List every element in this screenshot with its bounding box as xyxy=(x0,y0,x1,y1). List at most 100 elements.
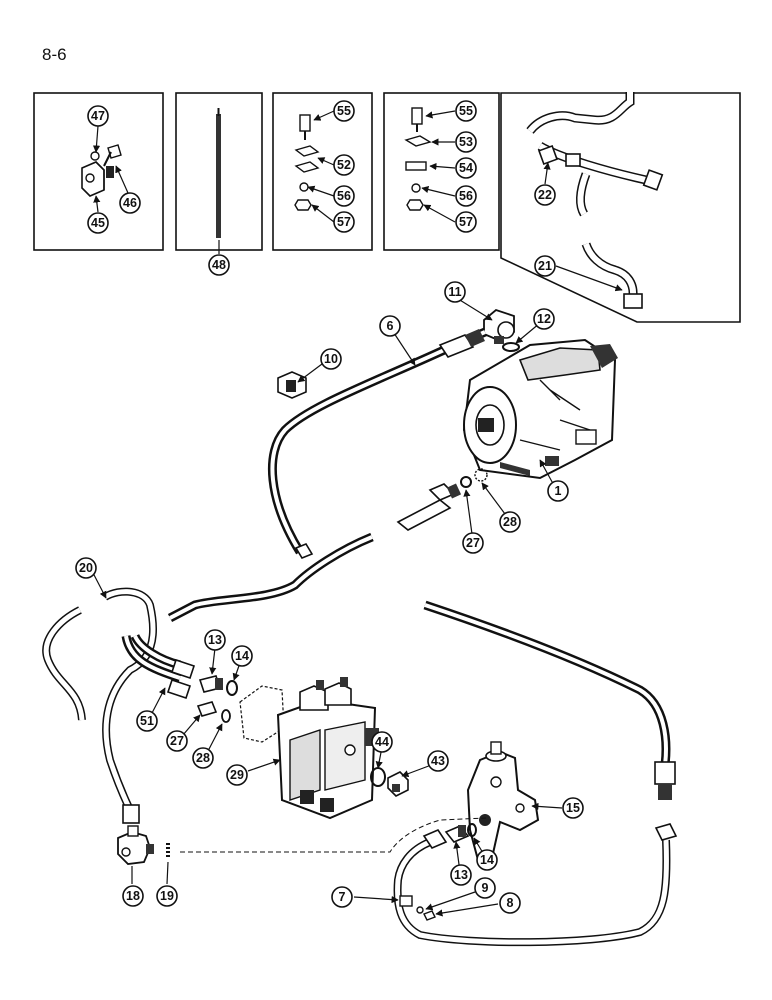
o-ring-28-left xyxy=(221,709,231,723)
inset-box-rod xyxy=(175,92,263,251)
svg-text:1: 1 xyxy=(555,484,562,498)
bracket-a-parts xyxy=(294,114,320,211)
callout-47: 47 xyxy=(87,105,109,127)
control-valve-29 xyxy=(276,677,379,820)
svg-text:51: 51 xyxy=(140,714,154,728)
callout-54: 54 xyxy=(455,157,477,179)
long-hose-right xyxy=(423,600,676,800)
callout-15: 15 xyxy=(562,797,584,819)
svg-text:20: 20 xyxy=(79,561,93,575)
spring-19 xyxy=(166,843,170,857)
svg-text:13: 13 xyxy=(454,868,468,882)
bracket-b-parts xyxy=(404,107,432,211)
inset-box-bracket-a xyxy=(272,92,373,251)
callout-6: 6 xyxy=(379,315,401,337)
callout-56a: 56 xyxy=(333,185,355,207)
callout-28-left: 28 xyxy=(192,747,214,769)
svg-text:29: 29 xyxy=(230,768,244,782)
steel-tube-22 xyxy=(526,92,664,217)
valve-18 xyxy=(117,825,154,865)
svg-text:11: 11 xyxy=(448,285,461,299)
o-ring-12 xyxy=(502,342,520,352)
o-ring-14-left xyxy=(226,680,238,696)
svg-text:46: 46 xyxy=(123,196,137,210)
callout-55a: 55 xyxy=(333,100,355,122)
callout-51: 51 xyxy=(136,710,158,732)
svg-text:22: 22 xyxy=(538,188,552,202)
fitting-13-left xyxy=(198,675,223,693)
callout-12: 12 xyxy=(533,308,555,330)
svg-text:19: 19 xyxy=(160,889,174,903)
svg-text:12: 12 xyxy=(537,312,551,326)
callout-20: 20 xyxy=(75,557,97,579)
svg-text:52: 52 xyxy=(337,158,351,172)
callout-46: 46 xyxy=(119,192,141,214)
svg-text:8: 8 xyxy=(507,896,514,910)
svg-text:45: 45 xyxy=(91,216,105,230)
svg-text:57: 57 xyxy=(459,215,473,229)
dashed-connection xyxy=(180,817,487,853)
svg-text:9: 9 xyxy=(482,881,489,895)
inset-box-clamp xyxy=(33,92,164,251)
svg-text:10: 10 xyxy=(324,352,338,366)
svg-text:43: 43 xyxy=(431,754,445,768)
steel-tube-21 xyxy=(581,242,643,309)
callout-44: 44 xyxy=(371,731,393,753)
callout-53: 53 xyxy=(455,131,477,153)
hydraulic-pump xyxy=(462,338,618,480)
callout-55b: 55 xyxy=(455,100,477,122)
svg-text:28: 28 xyxy=(196,751,210,765)
pressure-hose-6 xyxy=(267,327,487,559)
callout-45: 45 xyxy=(87,212,109,234)
svg-text:27: 27 xyxy=(466,536,480,550)
steel-tube-20 xyxy=(42,587,158,824)
callout-43: 43 xyxy=(427,750,449,772)
callout-8: 8 xyxy=(499,892,521,914)
svg-text:21: 21 xyxy=(538,259,552,273)
elbow-fitting-11 xyxy=(483,308,515,344)
callout-28-upper: 28 xyxy=(499,511,521,533)
callout-1: 1 xyxy=(547,480,569,502)
svg-text:7: 7 xyxy=(339,890,346,904)
svg-text:14: 14 xyxy=(480,853,494,867)
callout-48: 48 xyxy=(208,254,230,276)
svg-text:15: 15 xyxy=(566,801,580,815)
svg-text:57: 57 xyxy=(337,215,351,229)
svg-text:48: 48 xyxy=(212,258,226,272)
callout-13-left: 13 xyxy=(204,629,226,651)
svg-text:44: 44 xyxy=(375,735,389,749)
callout-7: 7 xyxy=(331,886,353,908)
callout-22: 22 xyxy=(534,184,556,206)
svg-text:56: 56 xyxy=(337,189,351,203)
threaded-rod xyxy=(216,108,221,238)
fitting-13-right xyxy=(444,825,470,843)
callouts: 47 46 45 48 55 52 56 57 55 53 54 56 57 2… xyxy=(75,100,584,914)
callout-9: 9 xyxy=(474,877,496,899)
hose-51 xyxy=(121,633,196,700)
callout-29: 29 xyxy=(226,764,248,786)
callout-57a: 57 xyxy=(333,211,355,233)
svg-text:56: 56 xyxy=(459,189,473,203)
backup-ring-28-upper xyxy=(474,468,488,482)
o-ring-14-right xyxy=(467,823,477,837)
adapter-fitting xyxy=(396,483,462,531)
o-ring-27-upper xyxy=(460,476,472,488)
valve-block-15 xyxy=(466,741,540,862)
callout-13-right: 13 xyxy=(450,864,472,886)
svg-text:18: 18 xyxy=(126,889,140,903)
callout-57b: 57 xyxy=(455,211,477,233)
return-hose xyxy=(167,532,374,622)
inset-box-tubes xyxy=(500,92,741,323)
callout-18: 18 xyxy=(122,885,144,907)
svg-text:55: 55 xyxy=(337,104,351,118)
inset-box-bracket-b xyxy=(383,92,500,251)
svg-text:53: 53 xyxy=(459,135,473,149)
gasket-outline xyxy=(239,685,285,743)
page-number: 8-6 xyxy=(42,45,67,64)
plug-43 xyxy=(387,771,409,797)
svg-text:54: 54 xyxy=(459,161,473,175)
clamp-part xyxy=(81,144,122,197)
svg-text:27: 27 xyxy=(170,734,184,748)
svg-text:13: 13 xyxy=(208,633,222,647)
callout-19: 19 xyxy=(156,885,178,907)
